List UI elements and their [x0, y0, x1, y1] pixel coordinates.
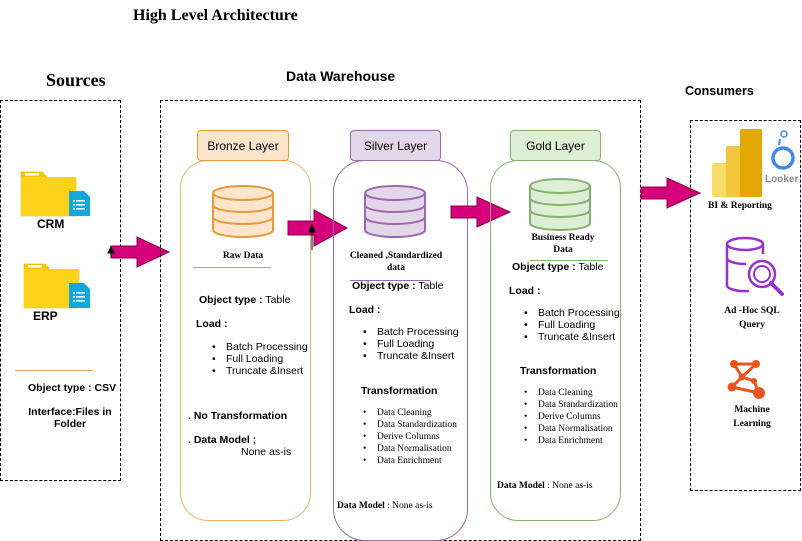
- gold-load-label: Load :: [509, 285, 541, 297]
- page-title: High Level Architecture: [133, 7, 298, 24]
- list-item: Data Standardization: [524, 399, 618, 411]
- sources-divider: [15, 370, 93, 371]
- gold-data-label: Business Ready Data: [531, 233, 595, 255]
- silver-load-label: Load :: [349, 304, 381, 316]
- gold-object-type: Object type : Table: [512, 261, 604, 273]
- bronze-data-label: Raw Data: [222, 251, 264, 261]
- silver-data-label: Cleaned ,Standardized data: [349, 251, 443, 273]
- crm-label: CRM: [37, 217, 65, 231]
- list-item: Batch Processing: [212, 341, 308, 353]
- gold-load-list: Batch Processing Full Loading Truncate &…: [524, 307, 620, 343]
- looker-icon: [771, 130, 795, 170]
- bronze-object-type: Object type : Table: [199, 294, 291, 306]
- list-item: Data Cleaning: [524, 387, 618, 399]
- bronze-load-list: Batch Processing Full Loading Truncate &…: [212, 341, 308, 377]
- gold-transformation-list: Data Cleaning Data Standardization Deriv…: [524, 387, 618, 447]
- silver-database-icon: [364, 185, 426, 238]
- list-item: Truncate &Insert: [524, 331, 620, 343]
- list-item: Data Cleaning: [363, 407, 457, 419]
- bronze-divider: [193, 267, 271, 268]
- list-item: Full Loading: [212, 353, 308, 365]
- sources-container: [0, 100, 121, 481]
- bronze-load-label: Load :: [196, 318, 228, 330]
- list-item: Data Normalisation: [363, 443, 457, 455]
- sources-object-type: Object type : CSV: [28, 382, 117, 394]
- arrow-silver-to-gold: [450, 196, 512, 228]
- list-item: Data Enrichment: [363, 455, 457, 467]
- power-bi-icon: [712, 129, 762, 197]
- list-item: Data Standardization: [363, 419, 457, 431]
- sources-interface: Interface:Files in Folder: [28, 406, 112, 430]
- bronze-transformation: . No Transformation: [188, 410, 288, 422]
- erp-label: ERP: [33, 309, 58, 323]
- arrow-bronze-to-silver: [287, 209, 349, 250]
- silver-divider: [350, 280, 430, 281]
- machine-learning-label: Machine Learning: [733, 405, 771, 429]
- bronze-data-model-label: . Data Model ;: [188, 434, 257, 446]
- erp-folder-icon: [23, 263, 90, 309]
- warehouse-heading: Data Warehouse: [286, 68, 396, 84]
- bronze-layer-label: Bronze Layer: [197, 130, 289, 161]
- bronze-data-model-value: None as-is: [241, 446, 292, 458]
- bi-reporting-label: BI & Reporting: [708, 201, 772, 211]
- silver-transformation-list: Data Cleaning Data Standardization Deriv…: [363, 407, 457, 467]
- sql-query-label: Ad -Hoc SQL Query: [724, 306, 780, 330]
- arrow-warehouse-to-consumers: [640, 177, 702, 209]
- gold-divider: [530, 260, 608, 261]
- list-item: Batch Processing: [363, 326, 459, 338]
- list-item: Truncate &Insert: [212, 365, 308, 377]
- sources-heading: Sources: [46, 70, 106, 90]
- list-item: Full Loading: [524, 319, 620, 331]
- arrow-sources-to-bronze: [107, 236, 171, 268]
- list-item: Data Enrichment: [524, 435, 618, 447]
- crm-folder-icon: [20, 171, 90, 217]
- sql-query-icon: [725, 236, 784, 296]
- consumers-heading: Consumers: [685, 84, 754, 98]
- gold-database-icon: [529, 178, 591, 231]
- list-item: Data Normalisation: [524, 423, 618, 435]
- gold-data-model: Data Model : None as-is: [497, 481, 593, 491]
- list-item: Derive Columns: [524, 411, 618, 423]
- silver-object-type: Object type : Table: [352, 280, 444, 292]
- gold-transformation-label: Transformation: [520, 365, 597, 377]
- consumers-container: [690, 120, 801, 491]
- silver-layer-label: Silver Layer: [350, 130, 441, 161]
- list-item: Truncate &Insert: [363, 350, 459, 362]
- silver-load-list: Batch Processing Full Loading Truncate &…: [363, 326, 459, 362]
- bronze-database-icon: [212, 185, 274, 238]
- silver-transformation-label: Transformation: [361, 385, 438, 397]
- silver-data-model: Data Model : None as-is: [337, 501, 433, 511]
- looker-label: Looker: [765, 174, 799, 185]
- list-item: Full Loading: [363, 338, 459, 350]
- gold-layer-label: Gold Layer: [510, 130, 601, 161]
- list-item: Batch Processing: [524, 307, 620, 319]
- machine-learning-icon: [727, 360, 765, 399]
- list-item: Derive Columns: [363, 431, 457, 443]
